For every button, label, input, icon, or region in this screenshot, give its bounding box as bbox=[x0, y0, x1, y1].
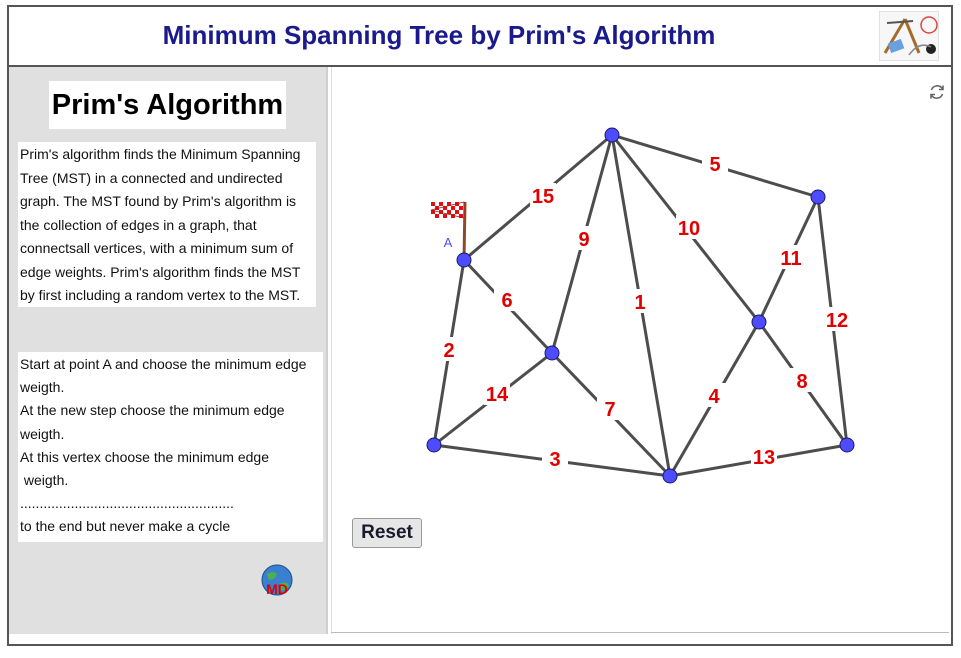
instruction-line: to the end but never make a cycle bbox=[20, 518, 231, 535]
flag-cell bbox=[451, 206, 455, 210]
flag-cell bbox=[447, 210, 451, 214]
instructions-box: Start at point A and choose the minimum … bbox=[18, 352, 323, 542]
flag-cell bbox=[443, 202, 447, 206]
edge-weight-label: 13 bbox=[753, 447, 775, 469]
flag-cell bbox=[435, 202, 439, 206]
flag-cell bbox=[431, 210, 435, 214]
graph-vertex[interactable] bbox=[426, 437, 442, 453]
flag-cell bbox=[459, 214, 463, 218]
author-badge: MD bbox=[266, 581, 288, 597]
flag-cell bbox=[459, 206, 463, 210]
flag-cell bbox=[439, 214, 443, 218]
algorithm-description: Prim's algorithm finds the Minimum Spann… bbox=[18, 142, 316, 307]
flag-cell bbox=[435, 206, 439, 210]
edge-weight-background bbox=[530, 183, 556, 207]
edge-weight-label: 5 bbox=[709, 154, 720, 176]
instruction-line: Start at point A and choose the minimum … bbox=[20, 356, 307, 372]
edge-weight-label: 14 bbox=[486, 384, 509, 406]
edge-weight-label: 10 bbox=[678, 218, 700, 240]
flag-cell bbox=[459, 202, 463, 206]
edge-weight-background bbox=[824, 307, 850, 331]
edge-weight-background bbox=[597, 396, 623, 420]
flag-cell bbox=[431, 202, 435, 206]
graph-vertex[interactable] bbox=[456, 252, 472, 268]
edge-weight-background bbox=[789, 368, 815, 392]
edge-weight-background bbox=[676, 215, 702, 239]
globe-icon[interactable]: MD bbox=[259, 564, 295, 600]
flag-cell bbox=[447, 202, 451, 206]
instruction-line: At the new step choose the minimum edge bbox=[20, 402, 285, 419]
panel-divider bbox=[331, 632, 949, 633]
flag-cell bbox=[443, 206, 447, 210]
start-vertex-label: A bbox=[444, 235, 453, 250]
flag-cell bbox=[459, 210, 463, 214]
edge-weight-label: 3 bbox=[549, 449, 560, 471]
geometry-tools-icon bbox=[879, 11, 939, 61]
graph-vertex[interactable] bbox=[604, 127, 620, 143]
edge-weight-background bbox=[494, 287, 520, 311]
edge-weight-label: 2 bbox=[443, 340, 454, 362]
flag-cell bbox=[455, 210, 459, 214]
header-bar: Minimum Spanning Tree by Prim's Algorith… bbox=[9, 7, 951, 67]
flag-cell bbox=[439, 206, 443, 210]
edge-weight-background bbox=[436, 337, 462, 361]
flag-cell bbox=[451, 202, 455, 206]
graph-canvas[interactable]: 15 5 9 10 11 6 1 12 2 8 14 7 4 3 13 A bbox=[332, 67, 950, 507]
graph-vertex[interactable] bbox=[751, 314, 767, 330]
graph-vertex[interactable] bbox=[544, 345, 560, 361]
flag-cell bbox=[447, 206, 451, 210]
flag-cell bbox=[435, 214, 439, 218]
sidebar-heading: Prim's Algorithm bbox=[49, 81, 286, 129]
edge-weight-background bbox=[542, 446, 568, 470]
flag-cell bbox=[439, 202, 443, 206]
instruction-line: At this vertex choose the minimum edge bbox=[20, 448, 270, 465]
edge-weight-label: 12 bbox=[826, 310, 848, 332]
edge-weight-label: 7 bbox=[604, 399, 615, 421]
edge-weight-background bbox=[701, 383, 727, 407]
sidebar-panel: Prim's Algorithm Prim's algorithm finds … bbox=[9, 67, 328, 634]
edge-weight-label: 1 bbox=[634, 292, 645, 314]
page-title: Minimum Spanning Tree by Prim's Algorith… bbox=[162, 20, 716, 50]
edge-weight-label: 4 bbox=[708, 386, 720, 408]
graph-vertex[interactable] bbox=[839, 437, 855, 453]
instruction-line: weigth. bbox=[20, 425, 65, 442]
reset-button[interactable]: Reset bbox=[352, 518, 422, 548]
refresh-icon[interactable] bbox=[928, 83, 946, 101]
edge-weight-label: 6 bbox=[501, 290, 512, 312]
flag-outline bbox=[430, 201, 465, 219]
flag-cell bbox=[443, 214, 447, 218]
graph-vertex[interactable] bbox=[662, 468, 678, 484]
flag-cell bbox=[451, 210, 455, 214]
flag-cell bbox=[455, 206, 459, 210]
edge-weight-label: 9 bbox=[578, 229, 589, 251]
flag-cell bbox=[431, 206, 435, 210]
edge-weight-background bbox=[571, 226, 597, 250]
edge-weight-label: 8 bbox=[796, 371, 807, 393]
flag-cell bbox=[447, 214, 451, 218]
graph-vertex[interactable] bbox=[810, 189, 826, 205]
edge-weight-background bbox=[484, 381, 510, 405]
flag-cell bbox=[439, 210, 443, 214]
edge-weight-label: 11 bbox=[780, 248, 801, 270]
edge-weight-background bbox=[702, 151, 728, 175]
instruction-line: weigth. bbox=[20, 472, 69, 489]
flag-cell bbox=[443, 210, 447, 214]
app-frame: Minimum Spanning Tree by Prim's Algorith… bbox=[7, 5, 953, 646]
instruction-line: weigth. bbox=[20, 379, 65, 396]
edge-weight-background bbox=[778, 245, 804, 269]
edge-weight-label: 15 bbox=[532, 186, 554, 208]
flag-cell bbox=[451, 214, 455, 218]
flag-cell bbox=[435, 210, 439, 214]
checkered-flag-icon bbox=[430, 201, 467, 261]
instruction-line: ........................................… bbox=[20, 495, 234, 512]
flag-cell bbox=[431, 214, 435, 218]
edge-weight-background bbox=[751, 444, 777, 468]
edge-weight-background bbox=[627, 289, 653, 313]
graph-panel: 15 5 9 10 11 6 1 12 2 8 14 7 4 3 13 A Reset bbox=[331, 67, 950, 634]
